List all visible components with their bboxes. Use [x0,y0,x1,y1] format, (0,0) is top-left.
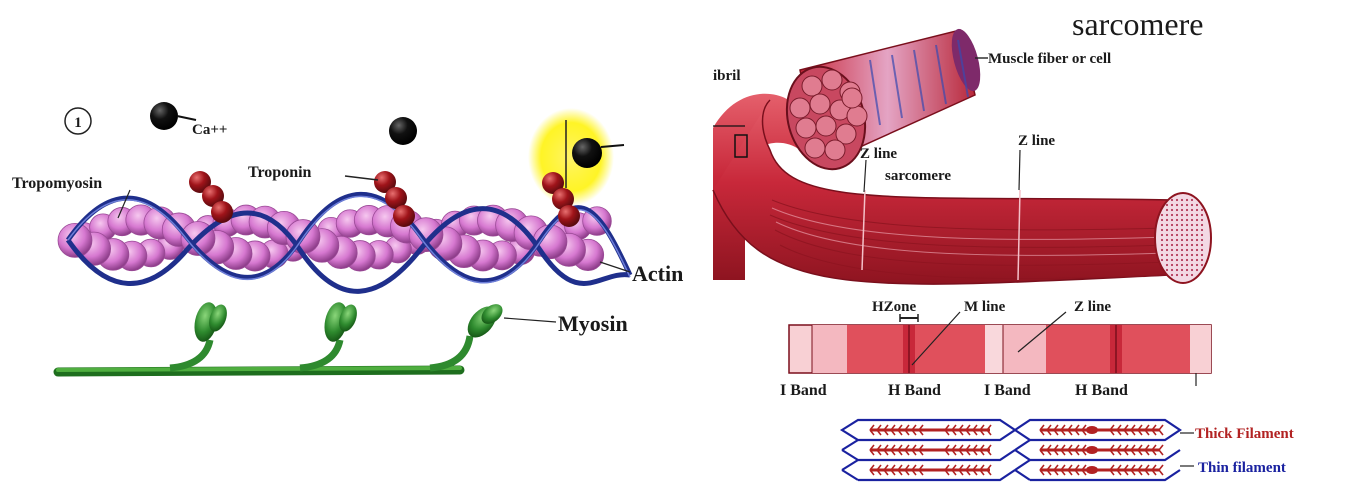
band-label-h-2: H Band [1075,382,1128,399]
myosin-head-2 [300,300,360,368]
m-line-label: M line [964,299,1006,315]
troponin-complex-1 [189,171,233,223]
calcium-label: Ca++ [192,122,227,138]
myosin-label: Myosin [558,311,628,336]
calcium-ion-1 [150,102,196,130]
myosin-filament [58,300,506,372]
myosin-head-1 [170,300,230,368]
step-number: 1 [74,115,82,131]
z-line-label-upper-right: Z line [1018,133,1055,149]
z-line-label-band: Z line [1074,299,1111,315]
right-panel: sarcomere [713,6,1294,480]
z-line-label-upper-left: Z line [860,146,897,162]
actin-label: Actin [632,261,683,286]
filament-schematic [842,420,1194,480]
muscle-fiber-label: Muscle fiber or cell [988,51,1111,67]
myosin-head-3 [430,300,506,368]
sarcomere-label: sarcomere [885,168,951,184]
sarcomere-title: sarcomere [1072,6,1203,42]
step-number-badge: 1 [65,108,91,134]
band-label-h-1: H Band [888,382,941,399]
calcium-binding-glow [528,108,624,206]
sarcomere-band-strip [789,312,1211,373]
band-label-i-1: I Band [780,382,827,399]
h-zone-label: HZone [872,299,917,315]
troponin-label: Troponin [248,164,312,181]
band-label-i-2: I Band [984,382,1031,399]
fibril-label: ibril [713,68,741,84]
thick-filament-label: Thick Filament [1195,426,1294,442]
tropomyosin-label: Tropomyosin [12,175,102,192]
calcium-ion-2 [389,117,417,145]
thin-filament-label: Thin filament [1198,460,1286,476]
left-panel: 1 Ca++ [12,102,683,372]
